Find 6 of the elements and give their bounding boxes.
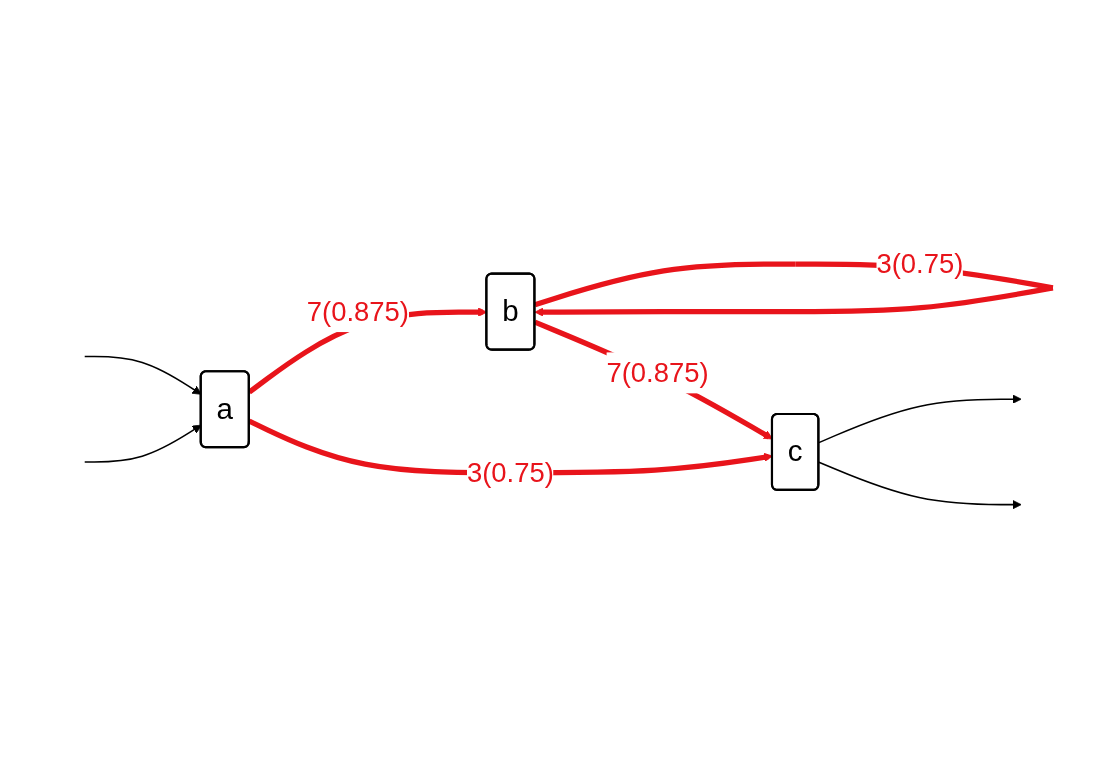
edge-label: 3(0.75) bbox=[876, 247, 964, 280]
arrow bbox=[818, 461, 1022, 510]
edge-label: 7(0.875) bbox=[306, 295, 409, 327]
edge-label: 3(0.75) bbox=[466, 456, 554, 489]
arrow bbox=[818, 394, 1022, 444]
edge-label: 7(0.875) bbox=[606, 356, 709, 389]
